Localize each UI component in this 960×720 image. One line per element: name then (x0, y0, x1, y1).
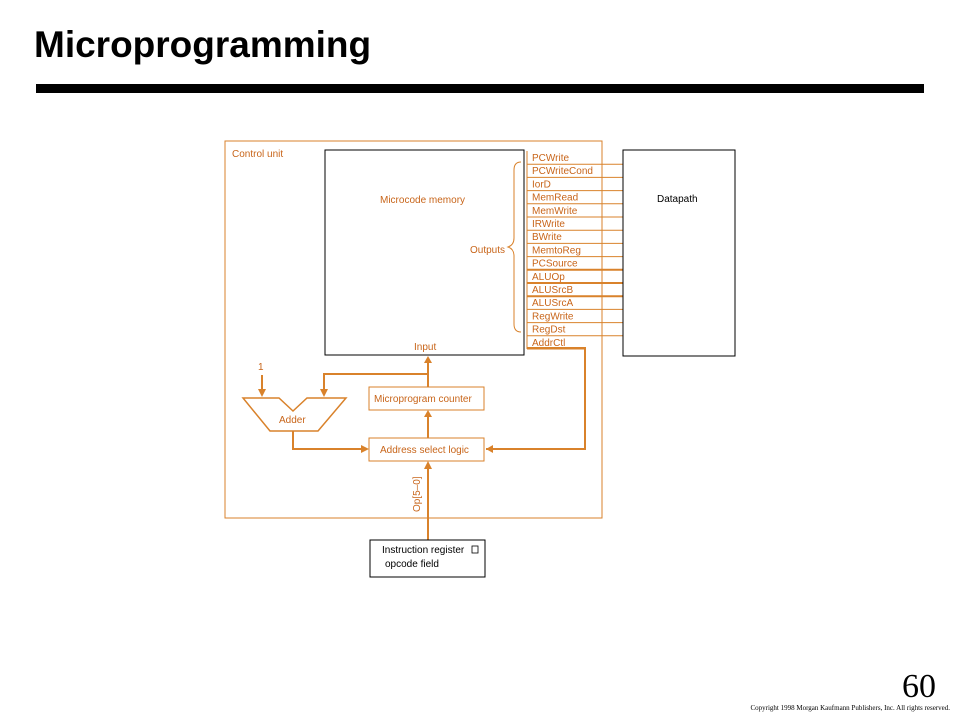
counter-to-adder-wire (323, 373, 428, 390)
output-label-memtoreg: MemtoReg (532, 245, 581, 256)
output-label-irwrite: IRWrite (532, 219, 565, 230)
output-label-regwrite: RegWrite (532, 311, 574, 322)
copyright-notice: Copyright 1998 Morgan Kaufmann Publisher… (750, 704, 950, 712)
addrctl-wire (486, 347, 586, 450)
counter-to-adder-arrowhead (320, 389, 328, 397)
opcode-arrowhead (424, 461, 432, 469)
output-label-memread: MemRead (532, 193, 578, 204)
adder-to-select-arrowhead (361, 445, 369, 453)
control-unit-box (224, 140, 603, 519)
instruction-register-box (369, 539, 486, 578)
glyph-placeholder-icon (471, 545, 479, 554)
input-label: Input (414, 342, 436, 353)
slide-title: Microprogramming (34, 24, 372, 65)
datapath-label: Datapath (657, 194, 698, 205)
control-unit-label: Control unit (232, 149, 283, 160)
datapath-box (622, 149, 736, 357)
microprogram-counter-label: Microprogram counter (374, 394, 472, 405)
output-label-aluop: ALUOp (532, 272, 565, 283)
adder-to-select-wire (292, 431, 362, 450)
microcode-memory-box (324, 149, 525, 356)
output-label-regdst: RegDst (532, 325, 566, 336)
output-label-alusrcb: ALUSrcB (532, 285, 573, 296)
address-select-logic-label: Address select logic (380, 445, 469, 456)
outputs-brace (506, 161, 522, 333)
output-label-bwrite: BWrite (532, 232, 562, 243)
title-rule (36, 84, 924, 93)
counter-to-memory-arrowhead (424, 356, 432, 363)
adder-shape (241, 397, 348, 432)
op-bits-label: Op[5–0] (412, 476, 423, 512)
page-number: 60 (902, 668, 936, 705)
output-label-iord: IorD (532, 179, 551, 190)
output-label-memwrite: MemWrite (532, 206, 578, 217)
microprogram-counter-box (368, 386, 485, 411)
opcode-field-label: opcode field (385, 559, 439, 570)
adder-label: Adder (279, 415, 306, 426)
output-label-addrctl: AddrCtl (532, 338, 565, 349)
constant-one-label: 1 (258, 362, 264, 373)
constant-one-arrowhead (258, 389, 266, 397)
output-label-pcwrite: PCWrite (532, 153, 569, 164)
address-select-logic-box (368, 437, 485, 462)
output-label-alusrca: ALUSrcA (532, 298, 573, 309)
output-label-pcsource: PCSource (532, 259, 578, 270)
outputs-label: Outputs (470, 245, 505, 256)
instruction-register-label: Instruction register (382, 545, 465, 556)
addrctl-arrowhead (486, 445, 493, 453)
select-to-counter-arrowhead (424, 410, 432, 417)
output-label-pcwritecond: PCWriteCond (532, 166, 593, 177)
microcode-memory-label: Microcode memory (380, 195, 465, 206)
